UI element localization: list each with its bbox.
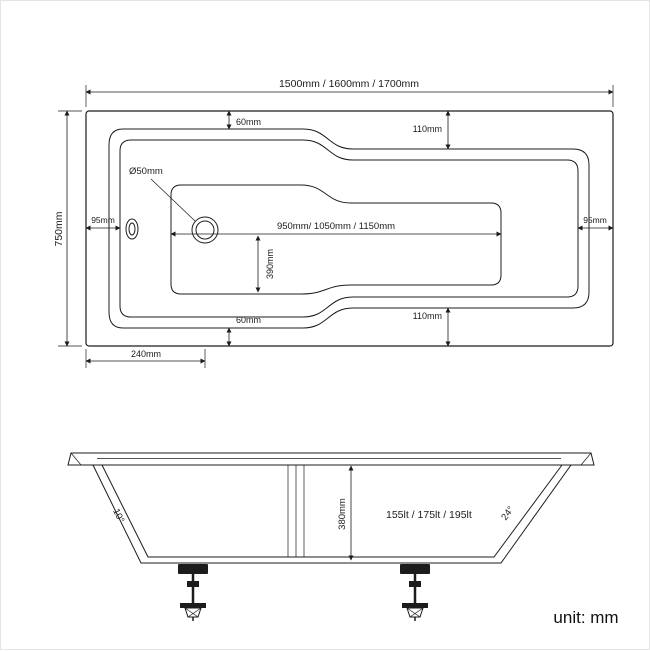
rim-inner-contour	[119, 139, 579, 318]
dim-rim-top-left-label: 60mm	[236, 117, 261, 127]
floor-contour	[170, 184, 502, 295]
dim-rim-bottom-left-label: 60mm	[236, 315, 261, 325]
back-angle-label: 24°	[499, 504, 516, 522]
dim-rim-bottom-right: 110mm	[413, 307, 451, 347]
top-view: 950mm/ 1050mm / 1150mm 390mm Ø50mm 1500	[53, 78, 614, 368]
waste-column-lines	[287, 465, 305, 557]
dim-depth: 380mm	[337, 465, 354, 561]
dim-drain-offset-label: 240mm	[131, 349, 161, 359]
rim-bevel-right	[580, 452, 592, 466]
dim-rim-top-right: 110mm	[413, 110, 451, 150]
dim-rim-top-left: 60mm	[226, 110, 261, 130]
unit-label: unit: mm	[553, 608, 618, 627]
shell-inner	[101, 464, 563, 558]
dim-drain-offset: 240mm	[85, 349, 206, 368]
drain-diameter-label: Ø50mm	[129, 166, 163, 177]
callout-drain-diameter: Ø50mm	[129, 166, 196, 222]
left-adjustable-foot	[178, 564, 208, 621]
overflow-hole	[125, 218, 139, 240]
shell-outer	[92, 464, 572, 564]
dim-overall-width: 750mm	[53, 110, 82, 347]
rim-outer-contour	[108, 128, 590, 329]
dim-rim-left: 95mm	[85, 215, 121, 231]
dim-rim-top-right-label: 110mm	[413, 124, 442, 134]
dim-floor-length: 950mm/ 1050mm / 1150mm	[170, 221, 502, 237]
rim-bevel-left	[70, 452, 82, 466]
drain-hole	[191, 216, 219, 244]
dim-overall-length: 1500mm / 1600mm / 1700mm	[85, 78, 614, 107]
rim-band	[67, 452, 595, 466]
dim-floor-width: 390mm	[255, 235, 275, 293]
dim-rim-right-label: 95mm	[583, 215, 607, 225]
right-adjustable-foot	[400, 564, 430, 621]
dim-rim-right: 95mm	[577, 215, 614, 231]
dim-rim-left-label: 95mm	[91, 215, 115, 225]
capacity-label: 155lt / 175lt / 195lt	[386, 509, 472, 521]
dim-rim-bottom-right-label: 110mm	[413, 311, 442, 321]
dim-floor-length-label: 950mm/ 1050mm / 1150mm	[277, 221, 395, 232]
dim-floor-width-label: 390mm	[265, 249, 275, 279]
dim-overall-width-label: 750mm	[53, 211, 65, 246]
dim-depth-label: 380mm	[337, 498, 348, 530]
dim-overall-length-label: 1500mm / 1600mm / 1700mm	[279, 78, 419, 90]
dim-rim-bottom-left: 60mm	[226, 315, 261, 347]
side-view: 380mm 155lt / 175lt / 195lt 10° 24°	[67, 452, 595, 621]
